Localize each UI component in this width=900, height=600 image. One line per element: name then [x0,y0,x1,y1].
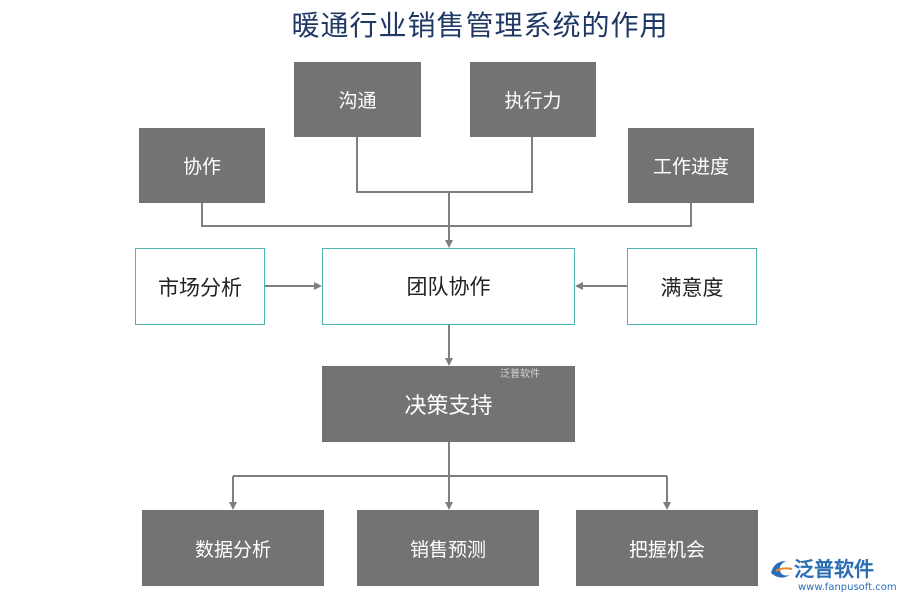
box-xiezuo-label: 协作 [182,156,221,178]
logo-url: www.fanpusoft.com [798,582,897,593]
box-zhixingli: 执行力 [470,62,596,137]
box-manyidu: 满意度 [627,248,757,325]
connector-gongzuo-jindu [449,203,692,227]
box-juece-zhichi-label: 决策支持 [404,394,493,419]
box-tuandui-xiezuo-label: 团队协作 [406,275,491,299]
brand-logo: 泛普软件 www.fanpusoft.com [768,553,897,593]
box-shichang-fenxi: 市场分析 [135,248,265,325]
box-shichang-fenxi-label: 市场分析 [158,275,242,300]
box-xiezuo: 协作 [139,128,265,203]
watermark-small: 泛普软件 [500,369,540,380]
connector-zhixingli [449,137,533,193]
box-xiaoshou-yuce-label: 销售预测 [409,538,486,561]
box-xiaoshou-yuce: 销售预测 [357,510,539,586]
box-gongzuo-jindu: 工作进度 [628,128,754,203]
box-gongzuo-jindu-label: 工作进度 [652,156,729,178]
diagram-title: 暖通行业销售管理系统的作用 [291,9,669,42]
box-tuandui-xiezuo: 团队协作 [322,248,575,325]
box-shuju-fenxi-label: 数据分析 [194,538,271,561]
box-goutong: 沟通 [294,62,421,137]
logo-mark-icon [771,560,793,578]
box-manyidu-label: 满意度 [660,275,724,300]
box-goutong-label: 沟通 [338,90,377,112]
connector-goutong [356,137,449,193]
box-zhixingli-label: 执行力 [504,90,562,112]
logo-text: 泛普软件 [794,557,874,581]
box-shuju-fenxi: 数据分析 [142,510,324,586]
box-bawo-jihui-label: 把握机会 [628,538,705,561]
connector-xiezuo [201,203,449,227]
box-juece-zhichi: 决策支持 [322,366,575,442]
box-bawo-jihui: 把握机会 [576,510,758,586]
